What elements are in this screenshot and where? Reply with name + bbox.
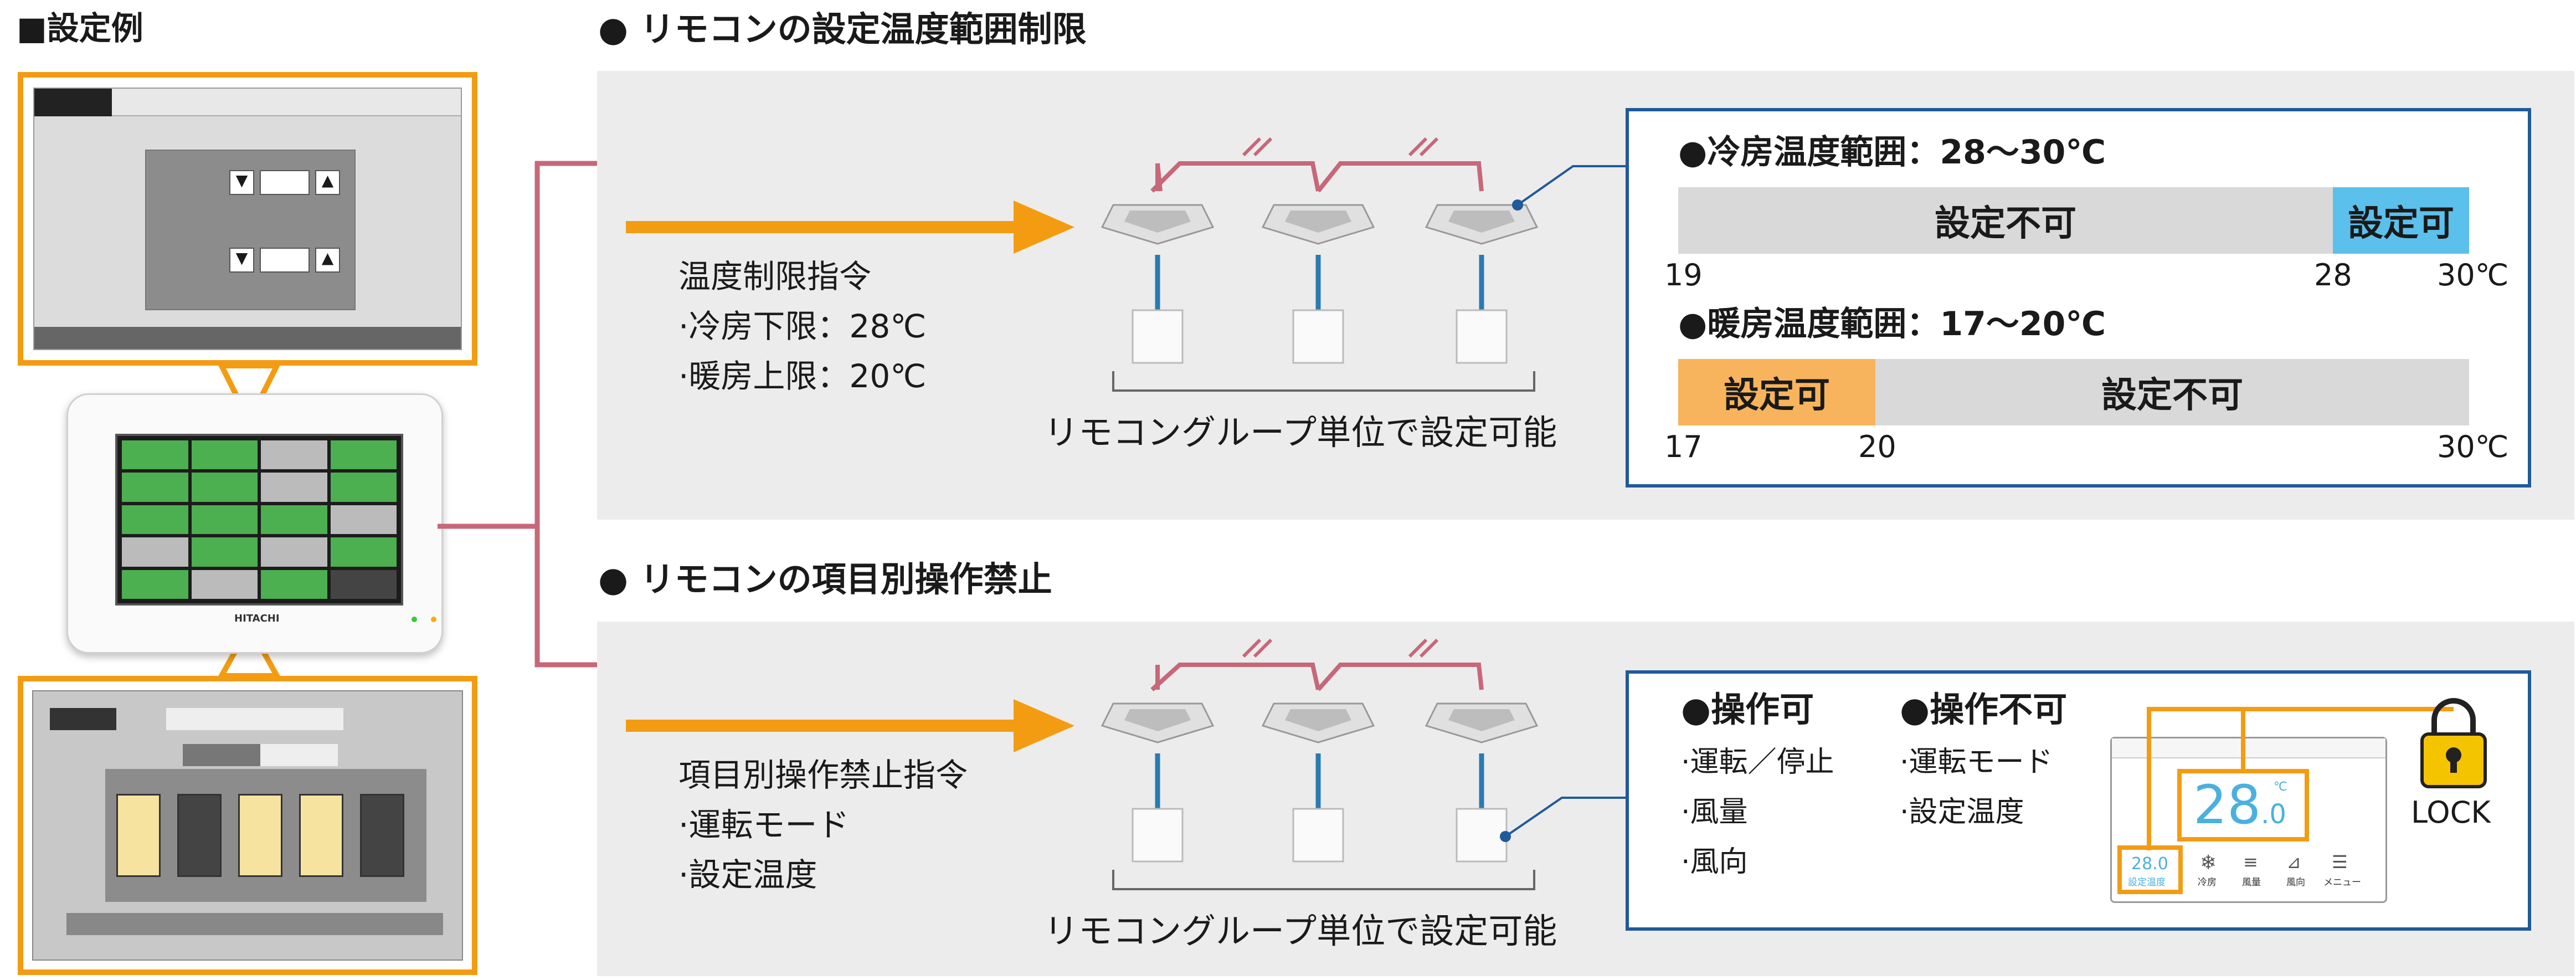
- remote-label-louver: 風向: [2286, 877, 2305, 888]
- remote-small-temp: 28.0: [2131, 854, 2168, 874]
- remote-label-menu: メニュー: [2323, 877, 2361, 888]
- ac-unit-2: [1261, 204, 1375, 245]
- ac-unit-5: [1261, 702, 1375, 743]
- ac-unit-4: [1101, 702, 1215, 743]
- section2-command-line-2: ·設定温度: [678, 856, 817, 894]
- section1-command-line-2: ·暖房上限：20℃: [678, 357, 927, 395]
- heating-disabled-bar: 設定不可: [1875, 359, 2469, 425]
- section1-command-line-1: ·冷房下限：28℃: [678, 307, 927, 345]
- left-title: ■設定例: [17, 9, 143, 47]
- section2-command-line-1: ·運転モード: [678, 806, 850, 844]
- prohibited-item-1: ·運転モード: [1900, 746, 2053, 779]
- menu-icon: ☰: [2332, 851, 2348, 873]
- allowed-heading: ●操作可: [1681, 689, 1814, 730]
- fan-speed-icon: ≡: [2243, 851, 2258, 873]
- cooling-enabled-bar: 設定可: [2333, 187, 2469, 254]
- section2-command-title: 項目別操作禁止指令: [678, 756, 968, 794]
- ac-unit-3: [1425, 204, 1539, 245]
- cooling-tick-19: 19: [1664, 258, 1703, 293]
- cooling-tick-28: 28: [2314, 258, 2352, 293]
- ac-unit-6: [1425, 702, 1539, 743]
- remote-label-cooling: 冷房: [2198, 877, 2217, 888]
- section1-group-caption: リモコングループ単位で設定可能: [1044, 412, 1557, 453]
- controller-brand: HITACHI: [234, 613, 280, 624]
- heating-enabled-bar: 設定可: [1678, 359, 1875, 425]
- heating-tick-30: 30℃: [2437, 429, 2509, 464]
- central-controller: HITACHI: [66, 393, 443, 654]
- heating-tick-17: 17: [1664, 429, 1703, 464]
- cooling-tick-30: 30℃: [2437, 258, 2509, 293]
- allowed-item-2: ·風量: [1681, 796, 1748, 829]
- section1-title: ● リモコンの設定温度範囲制限: [598, 9, 1087, 49]
- remote-label-fan-speed: 風量: [2242, 877, 2261, 888]
- example-screen-temp-limit: ▼ ▲ ▼ ▲: [18, 72, 477, 366]
- remote-temp-integer: 28: [2193, 774, 2261, 836]
- lock-icon: [2420, 698, 2487, 788]
- snowflake-icon: ❄: [2200, 851, 2217, 874]
- heating-tick-20: 20: [1858, 429, 1896, 464]
- cooling-heading: ●冷房温度範囲：28〜30℃: [1678, 133, 2106, 172]
- example-screen-item-prohibit: [18, 676, 477, 975]
- heating-heading: ●暖房温度範囲：17〜20℃: [1678, 305, 2106, 343]
- allowed-item-1: ·運転／停止: [1681, 746, 1834, 779]
- section2-group-caption: リモコングループ単位で設定可能: [1044, 911, 1557, 951]
- section2-title: ● リモコンの項目別操作禁止: [598, 559, 1052, 599]
- section1-command-title: 温度制限指令: [678, 258, 872, 295]
- remote-temp-main: 28.0: [2193, 778, 2286, 832]
- remote-temp-unit: ℃: [2274, 780, 2287, 794]
- ac-unit-1: [1101, 204, 1215, 245]
- prohibited-heading: ●操作不可: [1900, 689, 2068, 730]
- lock-label: LOCK: [2411, 795, 2491, 830]
- cooling-disabled-bar: 設定不可: [1678, 187, 2333, 254]
- prohibited-item-2: ·設定温度: [1900, 796, 2024, 829]
- remote-label-set-temp: 設定温度: [2128, 877, 2166, 888]
- louver-icon: ⊿: [2286, 851, 2301, 873]
- remote-temp-decimal: .0: [2261, 799, 2286, 830]
- allowed-item-3: ·風向: [1681, 845, 1748, 879]
